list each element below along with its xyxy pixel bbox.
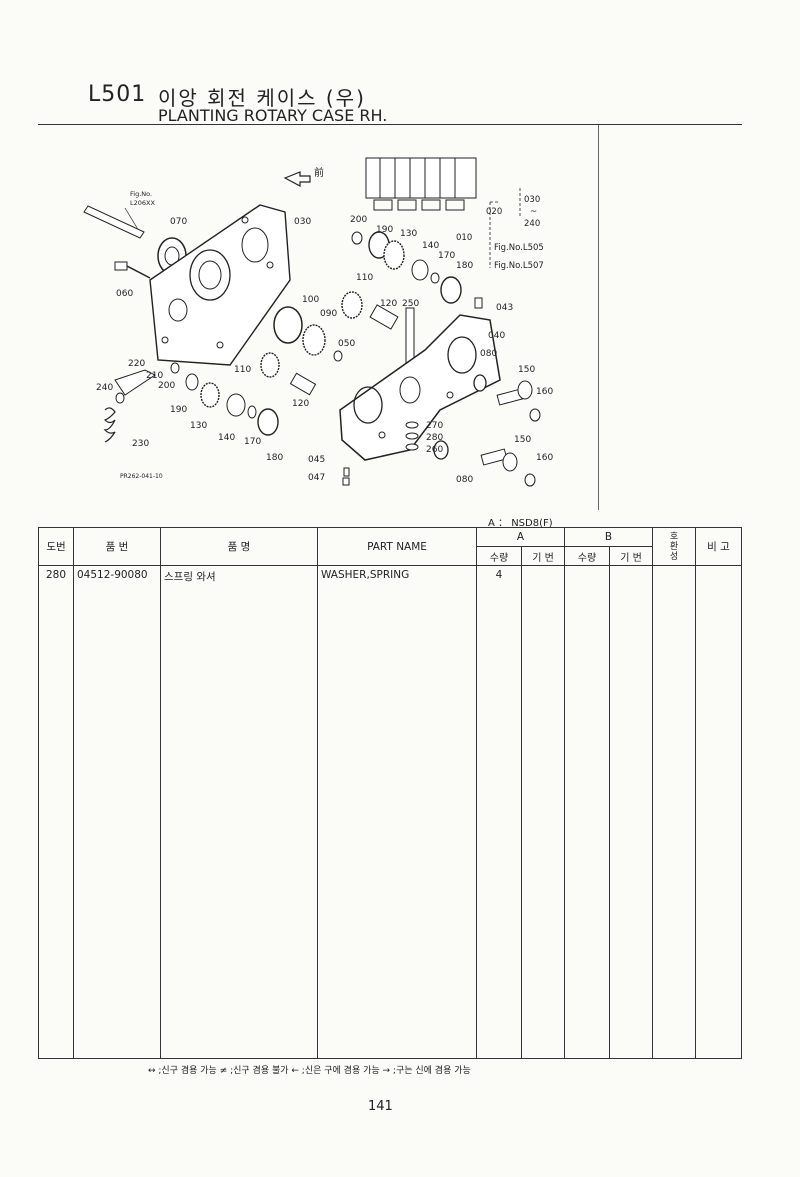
table-filler-row [38, 584, 742, 1059]
page-title-korean: 이앙 회전 케이스 (우) [158, 86, 366, 110]
callout-110-lower: 110 [234, 365, 251, 375]
callout-160: 160 [536, 387, 553, 397]
callout-230: 230 [132, 439, 149, 449]
cell-interchange [652, 565, 696, 584]
page-code: L501 [88, 82, 147, 107]
callout-150-lower: 150 [514, 435, 531, 445]
header-part-name-ko: 품 명 [160, 527, 318, 566]
cell-spec-a [521, 565, 565, 584]
standard-label: A ： NSD8(F) [488, 518, 553, 529]
table-row: 280 04512-90080 스프링 와셔 WASHER,SPRING 4 [38, 565, 742, 584]
callout-250: 250 [402, 299, 419, 309]
callout-140-lower: 140 [218, 433, 235, 443]
callout-180: 180 [456, 261, 473, 271]
callout-150: 150 [518, 365, 535, 375]
cell-spec-b [609, 565, 653, 584]
callout-047: 047 [308, 473, 325, 483]
callout-030: 030 [294, 217, 311, 227]
header-qty-a: 수량 [476, 546, 522, 566]
callout-060: 060 [116, 289, 133, 299]
header-qty-b: 수량 [564, 546, 610, 566]
callout-170: 170 [438, 251, 455, 261]
cell-qty-a: 4 [476, 565, 522, 584]
callout-220: 220 [128, 359, 145, 369]
callout-100: 100 [302, 295, 319, 305]
header-divider [38, 124, 742, 125]
callout-210: 210 [146, 371, 163, 381]
cell-name-ko: 스프링 와셔 [160, 565, 318, 584]
callout-280: 280 [426, 433, 443, 443]
header-part-name-en: PART NAME [317, 527, 477, 566]
parts-table: 도번 품 번 품 명 PART NAME A B 호 환 성 비 고 수량 기 … [38, 527, 742, 1059]
cell-ref-no: 280 [38, 565, 74, 584]
callout-140: 140 [422, 241, 439, 251]
cell-name-en: WASHER,SPRING [317, 565, 477, 584]
callout-080: 080 [480, 349, 497, 359]
front-arrow-icon [283, 171, 311, 187]
callout-160-lower: 160 [536, 453, 553, 463]
ref-fig-l507: Fig.No.L507 [494, 261, 544, 271]
callout-045: 045 [308, 455, 325, 465]
exploded-parts-diagram: 前 Fig.No. L206XX [83, 157, 553, 487]
header-spec-b: 기 번 [609, 546, 653, 566]
callout-070: 070 [170, 217, 187, 227]
callout-043: 043 [496, 303, 513, 313]
ref-030: 030 [524, 195, 540, 205]
callout-080-lower: 080 [456, 475, 473, 485]
cell-part-no: 04512-90080 [73, 565, 161, 584]
front-label: 前 [314, 166, 324, 179]
header-ref-no: 도번 [38, 527, 74, 566]
callout-190: 190 [376, 225, 393, 235]
cell-qty-b [564, 565, 610, 584]
callout-190-lower: 190 [170, 405, 187, 415]
callout-200: 200 [350, 215, 367, 225]
ref-240: 240 [524, 219, 540, 229]
fig-ref-label: Fig.No. [130, 190, 152, 198]
header-group-b: B [564, 527, 653, 547]
callout-270: 270 [426, 421, 443, 431]
page-number: 141 [368, 1099, 393, 1114]
cell-remarks [695, 565, 742, 584]
ref-fig-l505: Fig.No.L505 [494, 243, 544, 253]
margin-divider [598, 125, 599, 510]
header-part-no: 품 번 [73, 527, 161, 566]
drawing-code: PR262-041-10 [120, 473, 163, 480]
callout-040: 040 [488, 331, 505, 341]
fig-ref-number: L206XX [130, 199, 155, 207]
callout-240: 240 [96, 383, 113, 393]
ref-tilde: ~ [530, 207, 537, 217]
callout-110: 110 [356, 273, 373, 283]
ref-010: 010 [456, 233, 472, 243]
header-interchange: 호 환 성 [652, 527, 696, 566]
callout-170-lower: 170 [244, 437, 261, 447]
page-title-english: PLANTING ROTARY CASE RH. [158, 106, 388, 125]
header-spec-a: 기 번 [521, 546, 565, 566]
callout-090: 090 [320, 309, 337, 319]
callout-050: 050 [338, 339, 355, 349]
callout-180-lower: 180 [266, 453, 283, 463]
callout-120: 120 [380, 299, 397, 309]
header-remarks: 비 고 [695, 527, 742, 566]
interchangeability-legend: ↔ ;신구 겸용 가능 ≠ ;신구 겸용 불가 ← ;신은 구에 겸용 가능 →… [148, 1066, 471, 1076]
callout-130: 130 [400, 229, 417, 239]
header-group-a: A [476, 527, 565, 547]
ref-020: 020 [486, 207, 502, 217]
callout-260: 260 [426, 445, 443, 455]
callout-200-lower: 200 [158, 381, 175, 391]
callout-130-lower: 130 [190, 421, 207, 431]
callout-120-lower: 120 [292, 399, 309, 409]
